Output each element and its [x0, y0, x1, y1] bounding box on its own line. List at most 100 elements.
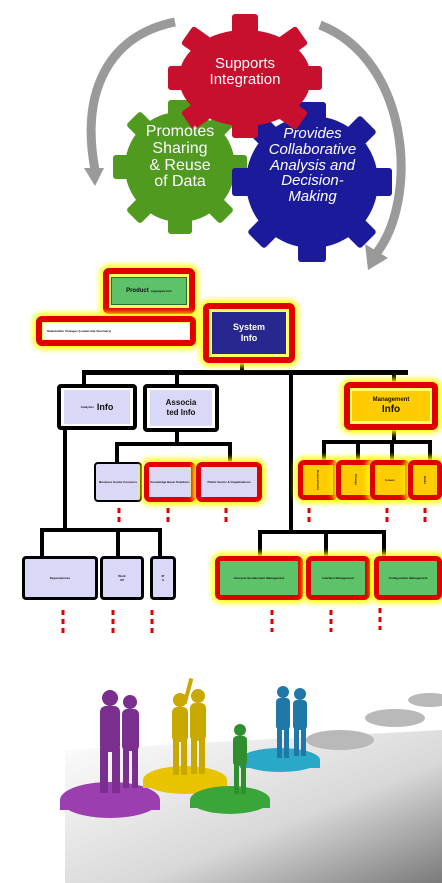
mgmt-line2: Info — [381, 403, 401, 415]
gear-cyan — [240, 748, 320, 772]
cycle-arrow-right-head — [365, 244, 388, 270]
dependencies-label: Dependencies — [49, 576, 71, 580]
mgmt-child-issues-label: Issues — [385, 478, 395, 482]
public-sector-box: Public Sector & Organizations — [196, 462, 262, 502]
connector — [258, 530, 386, 534]
gear-yellow — [143, 766, 227, 794]
lifecycle-label: Lifecycle Sustainment Management — [233, 576, 285, 580]
gear-purple — [60, 782, 160, 818]
system-line2: Info — [240, 333, 258, 343]
product-sub: Aggregate Info — [150, 289, 172, 293]
configuration-box: Configuration Management — [374, 556, 442, 600]
analytics-small: Analytics — [80, 405, 94, 409]
ip-label: IP It — [161, 574, 165, 582]
gear-grey — [306, 693, 442, 750]
people-on-gears-illustration — [60, 677, 442, 883]
gear-blue-line4: Decision- — [281, 172, 344, 190]
mgmt-child-requirements-label: Requirements — [316, 469, 320, 490]
connector — [322, 440, 432, 444]
gear-green-line3: & Reuse — [149, 156, 211, 174]
dependencies-box: Dependencies — [22, 556, 98, 600]
cycle-arrow-right — [318, 20, 406, 258]
public-sector-label: Public Sector & Organizations — [207, 480, 251, 484]
connector — [82, 372, 86, 388]
gear-green-label: Promotes Sharing & Reuse of Data — [120, 123, 240, 191]
connector — [289, 372, 293, 532]
lifecycle-box: Lifecycle Sustainment Management — [215, 556, 303, 600]
interface-label: Interface Management — [322, 576, 354, 580]
gear-green-line2: Sharing — [152, 139, 208, 157]
gear-red — [168, 14, 322, 138]
person-yellow — [172, 677, 206, 775]
connector — [392, 428, 396, 442]
product-box: Product Aggregate Info — [103, 268, 195, 314]
work-up-label: Work UP — [118, 574, 126, 582]
mgmt-child-requirements: Requirements — [298, 460, 338, 500]
connector — [115, 442, 232, 446]
gear-blue-line3: Analysis and — [269, 156, 356, 174]
mgmt-child-risks: Risks — [408, 460, 442, 500]
connector — [258, 530, 262, 558]
assoc-line2: ted Info — [166, 408, 196, 417]
system-line1: System — [232, 322, 266, 333]
connector — [228, 442, 232, 462]
connector — [324, 530, 328, 558]
configuration-label: Configuration Management — [388, 576, 428, 580]
gear-red-label: Supports Integration — [185, 56, 305, 88]
mgmt-child-issues: Issues — [370, 460, 410, 500]
connector — [356, 440, 360, 462]
gear-blue-line2: Collaborative — [268, 140, 357, 158]
knowledge-base-box: Knowledge Base/ Solutions — [144, 462, 196, 502]
gear-blue — [232, 102, 392, 262]
connector — [390, 440, 394, 462]
gears-illustration — [84, 14, 406, 270]
mgmt-line1: Management — [372, 396, 410, 403]
connector — [115, 442, 119, 462]
business-goals-box: Business Goals/ Concerns — [94, 462, 142, 502]
product-title: Product — [126, 288, 149, 294]
connector — [175, 430, 179, 445]
associated-info-box: Associa ted Info — [143, 384, 219, 432]
management-info-box: Management Info — [344, 382, 438, 430]
connector — [428, 440, 432, 462]
connector — [322, 440, 326, 462]
analytics-info-box: Analytics Info — [57, 384, 137, 430]
connector — [116, 528, 120, 558]
connector — [382, 530, 386, 558]
gear-green — [113, 100, 247, 234]
connector — [158, 528, 162, 558]
gear-green-line1: Promotes — [145, 123, 215, 140]
connector — [63, 430, 67, 530]
mgmt-child-change-label: Change — [354, 474, 358, 486]
connector — [240, 360, 244, 372]
cycle-arrow-left-head — [84, 168, 104, 186]
gear-blue-line5: Making — [288, 188, 337, 205]
connector — [392, 372, 396, 382]
gear-blue-line1: Provides — [283, 125, 342, 142]
ip-box: IP It — [150, 556, 176, 600]
connector — [175, 372, 179, 388]
work-up-box: Work UP — [100, 556, 144, 600]
connector — [40, 528, 162, 532]
person-blue — [276, 686, 307, 758]
feedback-box: Stakeholder Changes (Leadership Summary) — [36, 316, 196, 346]
gear-green-line4: of Data — [154, 173, 206, 191]
connector — [82, 370, 408, 375]
connector — [40, 528, 44, 558]
person-purple — [100, 690, 139, 793]
gear-blue-label: Provides Collaborative Analysis and Deci… — [250, 126, 375, 205]
cycle-arrow-left — [86, 17, 176, 171]
gear-green — [190, 786, 270, 814]
feedback-label: Stakeholder Changes (Leadership Summary) — [47, 329, 112, 333]
business-goals-label: Business Goals/ Concerns — [98, 480, 137, 484]
gear-red-line2: Integration — [209, 70, 281, 88]
system-info-box: System Info — [203, 303, 295, 363]
knowledge-base-label: Knowledge Base/ Solutions — [150, 480, 190, 484]
person-green — [233, 724, 247, 794]
analytics-big: Info — [96, 402, 114, 412]
assoc-line1: Associa — [165, 398, 197, 407]
mgmt-child-risks-label: Risks — [423, 475, 427, 484]
gear-red-line1: Supports — [214, 55, 276, 72]
interface-box: Interface Management — [306, 556, 370, 600]
continuation-dots — [61, 508, 427, 634]
